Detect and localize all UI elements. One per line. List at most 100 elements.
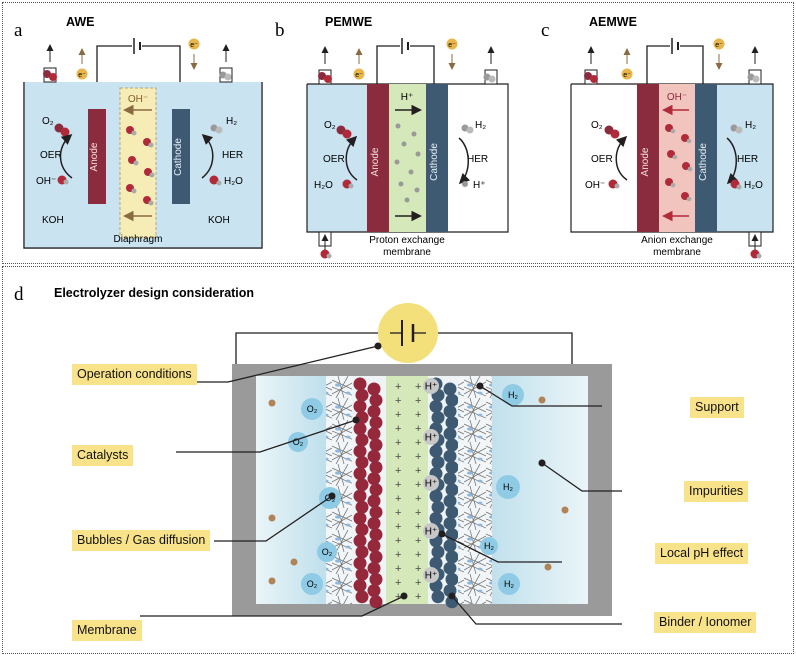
h2-bubble-4: H₂ — [504, 579, 514, 589]
anode-catalyst-particle — [367, 539, 381, 553]
anode-catalyst-particle — [369, 483, 383, 497]
anode-catalyst-particle — [367, 382, 381, 396]
cathode-b — [426, 84, 448, 232]
o2-bubble-1: O₂ — [307, 404, 318, 414]
cathode-catalyst-particle — [445, 595, 459, 609]
a-her: HER — [222, 150, 243, 161]
label-operation-conditions: Operation conditions — [72, 364, 197, 385]
anode-catalyst-particle — [369, 550, 383, 564]
hplus-bubble — [423, 378, 439, 394]
membrane-plus-sign: + — [395, 395, 401, 407]
membrane-plus-sign: + — [415, 521, 421, 533]
anode-catalyst-particle — [353, 556, 367, 570]
cathode-catalyst-particle — [429, 399, 443, 413]
panel-b-pemwe: b PEMWE e⁻ e⁻ Anode H⁺ Cathode O₂ OER H₂… — [275, 15, 509, 259]
c-o2: O₂ — [591, 120, 603, 131]
panel-a-awe: a AWE e⁻ e⁻ Anode OH⁻ Cathode O₂ OER OH⁻… — [14, 15, 263, 249]
cathode-catalyst-particle — [445, 572, 459, 586]
electron-b1: e⁻ — [355, 72, 363, 79]
b-o2: O₂ — [324, 120, 336, 131]
b-her: HER — [467, 154, 488, 165]
cathode-catalyst-particle — [443, 561, 457, 575]
anode-catalyst-particle — [367, 516, 381, 530]
cathode-catalyst-particle — [445, 460, 459, 474]
b-h2: H₂ — [475, 120, 486, 131]
anode-catalyst-particle — [355, 455, 369, 469]
cathode-catalyst-particle — [443, 516, 457, 530]
membrane-plus-sign: + — [395, 563, 401, 575]
c-her: HER — [737, 154, 758, 165]
label-catalysts: Catalysts — [72, 445, 134, 466]
anode-catalyst-particle — [353, 444, 367, 458]
cathode-catalyst-particle — [445, 505, 459, 519]
membrane-plus-sign: + — [415, 409, 421, 421]
a-oer: OER — [40, 150, 62, 161]
cathode-catalyst-particle — [445, 438, 459, 452]
anode-catalyst-particle — [367, 561, 381, 575]
aem-ion: OH⁻ — [667, 92, 687, 103]
membrane-plus-sign: + — [415, 591, 421, 603]
anode-a — [88, 109, 106, 204]
b-membrane-label-1: Proton exchange — [369, 235, 445, 246]
anode-catalyst-particle — [369, 460, 383, 474]
membrane-plus-sign: + — [395, 479, 401, 491]
cathode-catalyst-particle — [443, 472, 457, 486]
anode-catalyst-particle — [353, 511, 367, 525]
cathode-catalyst-particle — [443, 449, 457, 463]
cathode-c — [695, 84, 717, 232]
label-bubbles-gas-diffusion: Bubbles / Gas diffusion — [72, 530, 211, 551]
cathode-catalyst-particle — [443, 404, 457, 418]
a-koh-left: KOH — [42, 215, 64, 226]
membrane-plus-sign: + — [395, 409, 401, 421]
membrane-plus-sign: + — [415, 549, 421, 561]
c-oh: OH⁻ — [585, 180, 605, 191]
cathode-c-label: Cathode — [698, 143, 709, 181]
membrane-plus-sign: + — [415, 563, 421, 575]
cathode-catalyst-particle — [429, 511, 443, 525]
h2-bubble-1: H₂ — [508, 390, 518, 400]
cathode-catalyst-particle — [443, 427, 457, 441]
cathode-catalyst-particle — [429, 556, 443, 570]
power-source — [378, 303, 438, 363]
cathode-catalyst-particle — [443, 494, 457, 508]
a-h2o: H₂O — [224, 176, 243, 187]
panel-c-aemwe: c AEMWE e⁻ e⁻ Anode OH⁻ Cathode O₂ OER O… — [541, 15, 774, 259]
anode-catalyst-particle — [353, 579, 367, 593]
membrane-plus-sign: + — [415, 423, 421, 435]
electron-a2: e⁻ — [190, 42, 198, 49]
panel-d-design: d Electrolyzer design consideration ++++… — [14, 284, 622, 625]
membrane-plus-sign: + — [415, 465, 421, 477]
membrane-plus-sign: + — [395, 521, 401, 533]
cathode-catalyst-particle — [443, 382, 457, 396]
membrane-plus-sign: + — [395, 451, 401, 463]
anode-catalyst-particle — [353, 467, 367, 481]
hplus-label: H⁺ — [425, 479, 438, 490]
b-membrane-label-2: membrane — [383, 247, 431, 258]
anode-a-label: Anode — [89, 142, 100, 171]
membrane-plus-sign: + — [415, 493, 421, 505]
a-koh-right: KOH — [208, 215, 230, 226]
cathode-ptl — [458, 376, 492, 604]
membrane-plus-sign: + — [395, 465, 401, 477]
membrane-plus-sign: + — [395, 549, 401, 561]
anode-catalyst-particle — [355, 590, 369, 604]
cathode-catalyst-particle — [431, 455, 445, 469]
electron-b2: e⁻ — [448, 42, 456, 49]
anode-catalyst-particle — [353, 489, 367, 503]
anode-c-label: Anode — [640, 147, 651, 176]
a-oh: OH⁻ — [36, 176, 56, 187]
cathode-catalyst-particle — [443, 539, 457, 553]
b-h2o: H₂O — [314, 180, 333, 191]
anode-catalyst-particle — [355, 500, 369, 514]
membrane-plus-sign: + — [415, 507, 421, 519]
membrane-plus-sign: + — [415, 395, 421, 407]
label-impurities: Impurities — [684, 481, 749, 502]
label-membrane: Membrane — [72, 620, 142, 641]
membrane-plus-sign: + — [395, 381, 401, 393]
a-o2: O₂ — [42, 116, 54, 127]
anode-b-label: Anode — [370, 147, 381, 176]
cathode-catalyst-particle — [445, 393, 459, 407]
electron-a1: e⁻ — [78, 72, 86, 79]
membrane-plus-sign: + — [395, 507, 401, 519]
o2-bubble-5: O₂ — [307, 579, 318, 589]
